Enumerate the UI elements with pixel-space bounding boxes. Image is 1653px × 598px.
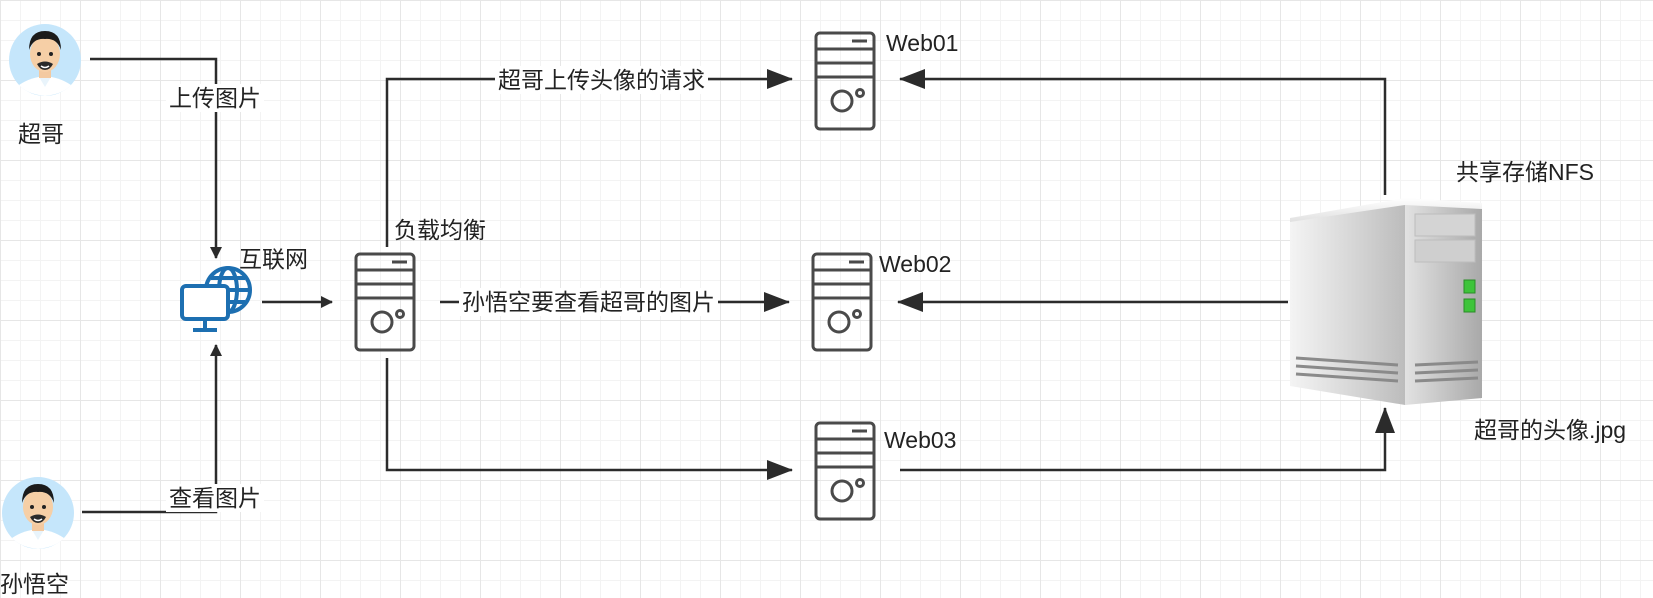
edge-nfs-to-web01	[899, 69, 1387, 195]
edge-label-view: 查看图片	[166, 484, 264, 512]
node-label-nfs: 共享存储NFS	[1456, 159, 1594, 185]
node-label-load-balancer: 负载均衡	[394, 217, 486, 243]
server-icon-web01	[814, 31, 876, 131]
node-label-web01: Web01	[886, 30, 959, 56]
edge-lb-to-web03	[385, 358, 793, 480]
node-label-web02: Web02	[879, 251, 952, 277]
edge-web03-to-nfs	[900, 407, 1395, 472]
avatar-sunwukong	[2, 477, 74, 549]
user-name-chaoge: 超哥	[18, 121, 64, 147]
server-icon-web02	[811, 252, 873, 352]
nfs-file-label: 超哥的头像.jpg	[1474, 417, 1627, 443]
man-avatar-icon	[2, 477, 74, 549]
node-label-internet: 互联网	[239, 246, 308, 272]
nfs-server-icon	[1290, 198, 1482, 405]
server-icon-load-balancer	[354, 252, 416, 352]
edge-label-view-request: 孙悟空要查看超哥的图片	[459, 288, 718, 316]
server-icon-web03	[814, 421, 876, 521]
edge-label-upload-request: 超哥上传头像的请求	[495, 66, 708, 94]
man-avatar-icon	[9, 24, 81, 96]
edge-chaoge-to-internet	[90, 57, 222, 259]
edge-label-upload: 上传图片	[166, 84, 264, 112]
connectors	[82, 57, 1395, 514]
node-label-web03: Web03	[884, 427, 957, 453]
internet-icon	[180, 266, 252, 332]
user-name-sunwukong: 孙悟空	[0, 571, 69, 597]
edge-sunwukong-to-internet	[82, 344, 222, 514]
avatar-chaoge	[9, 24, 81, 96]
